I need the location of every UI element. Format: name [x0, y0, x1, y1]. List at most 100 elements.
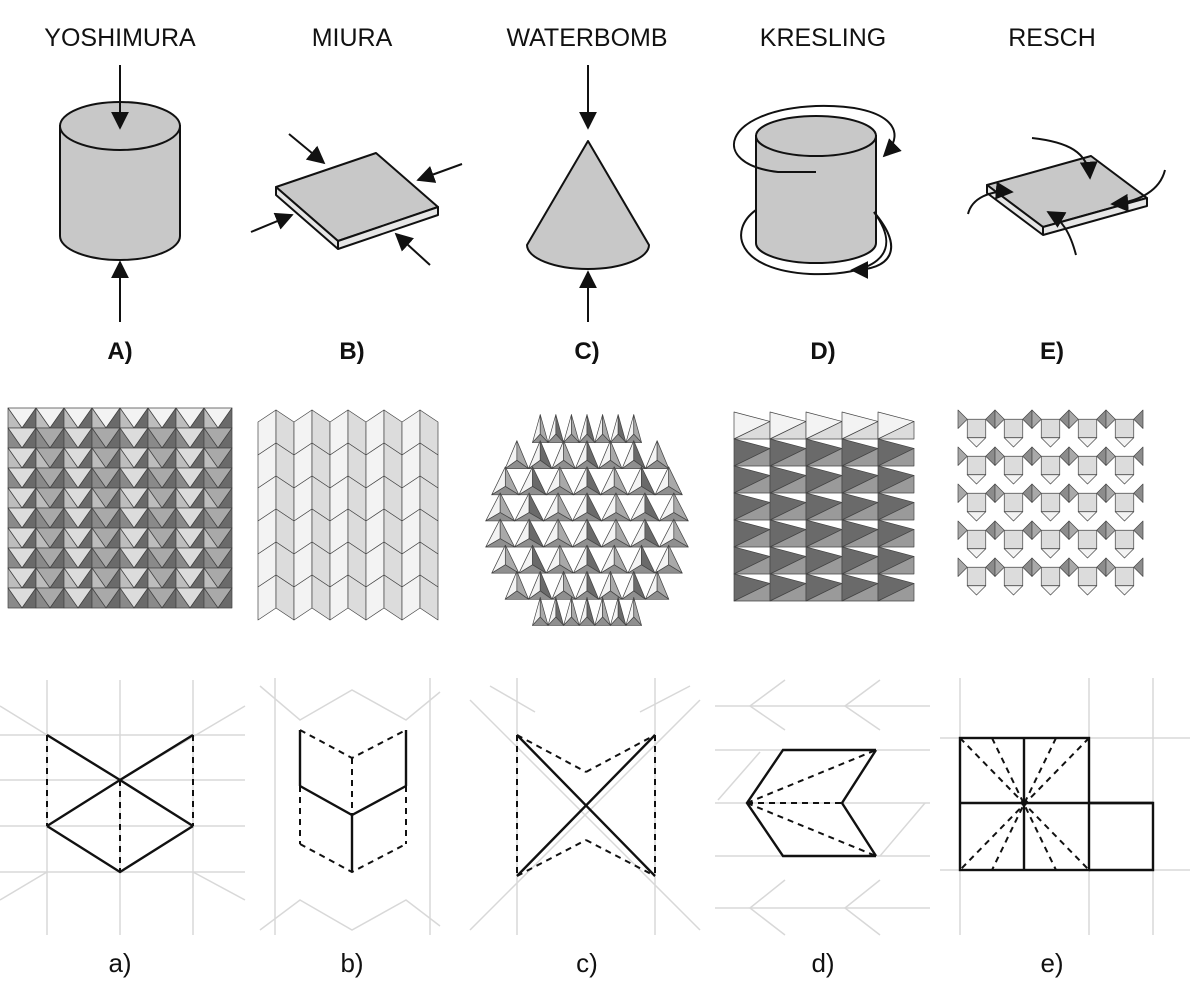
resch-crease-pattern	[940, 678, 1190, 935]
facet	[1003, 474, 1024, 485]
facet	[1105, 483, 1116, 503]
facet	[1133, 557, 1144, 577]
facet	[491, 486, 520, 496]
facet	[966, 511, 987, 522]
facet	[957, 409, 968, 429]
facet	[545, 486, 574, 496]
facet	[578, 616, 596, 626]
facet	[1040, 492, 1061, 513]
facet	[504, 459, 529, 470]
facet	[1114, 437, 1135, 448]
facet	[1022, 520, 1033, 540]
facet	[1003, 548, 1024, 559]
facet	[1105, 520, 1116, 540]
facet	[598, 590, 623, 600]
facet	[957, 483, 968, 503]
kresling-crease-pattern	[715, 679, 930, 936]
facet	[1114, 474, 1135, 485]
facet	[1040, 418, 1061, 439]
facet	[1040, 585, 1061, 596]
facet	[563, 616, 580, 626]
facet	[1077, 455, 1098, 476]
facet	[994, 557, 1005, 577]
facet	[985, 520, 996, 540]
facet	[1003, 492, 1024, 513]
facet	[1114, 492, 1135, 513]
facet	[547, 616, 564, 626]
facet	[1003, 418, 1024, 439]
title-kresling: KRESLING	[760, 24, 886, 52]
facet	[1031, 409, 1042, 429]
label-upper-b: B)	[339, 338, 364, 365]
facet	[1040, 548, 1061, 559]
facet	[1096, 483, 1107, 503]
facet	[1114, 455, 1135, 476]
facet	[966, 418, 987, 439]
facet	[1003, 455, 1024, 476]
facet	[601, 538, 631, 548]
facet	[1003, 511, 1024, 522]
facet	[563, 433, 580, 443]
kresling-folded-render	[733, 411, 915, 602]
facet	[1022, 409, 1033, 429]
facet	[985, 409, 996, 429]
facet	[518, 486, 547, 496]
facet	[1096, 520, 1107, 540]
facet	[1114, 548, 1135, 559]
facet	[985, 557, 996, 577]
facet	[994, 409, 1005, 429]
facet	[600, 564, 629, 574]
facet	[1077, 529, 1098, 550]
facet	[1003, 566, 1024, 587]
facet	[966, 455, 987, 476]
facet	[627, 564, 656, 574]
facet	[1105, 557, 1116, 577]
facet	[1096, 446, 1107, 466]
label-upper-e: E)	[1040, 338, 1064, 365]
facet	[1003, 585, 1024, 596]
facet	[645, 459, 670, 470]
facet	[625, 616, 642, 626]
facet	[621, 459, 646, 470]
label-lower-b: b)	[340, 948, 363, 978]
facet	[528, 459, 553, 470]
facet	[1077, 585, 1098, 596]
facet	[1096, 557, 1107, 577]
facet	[1096, 409, 1107, 429]
facet	[518, 564, 547, 574]
facet	[1105, 409, 1116, 429]
facet	[645, 590, 670, 600]
facet	[598, 459, 623, 470]
resch-plate-diagram	[967, 137, 1166, 256]
facet	[35, 587, 51, 609]
facet	[966, 529, 987, 550]
label-upper-d: D)	[810, 338, 835, 365]
facet	[217, 587, 233, 609]
facet	[1059, 557, 1070, 577]
facet	[1022, 483, 1033, 503]
facet	[1031, 483, 1042, 503]
facet	[1114, 566, 1135, 587]
facet	[491, 564, 520, 574]
facet	[1031, 446, 1042, 466]
yoshimura-crease-pattern	[0, 680, 246, 935]
facet	[994, 446, 1005, 466]
facet	[966, 566, 987, 587]
facet	[1077, 418, 1098, 439]
facet	[1068, 557, 1079, 577]
title-waterbomb: WATERBOMB	[506, 24, 667, 52]
facet	[1114, 418, 1135, 439]
facet	[1114, 529, 1135, 550]
resch-folded-render	[957, 409, 1144, 596]
facet	[1068, 446, 1079, 466]
title-yoshimura: YOSHIMURA	[44, 24, 196, 52]
facet	[1077, 492, 1098, 513]
facet	[1133, 409, 1144, 429]
facet	[1077, 566, 1098, 587]
facet	[543, 538, 573, 548]
facet	[985, 483, 996, 503]
yoshimura-cylinder-diagram	[59, 65, 181, 322]
facet	[1040, 474, 1061, 485]
facet	[966, 548, 987, 559]
kresling-cylinder-diagram	[733, 104, 902, 279]
